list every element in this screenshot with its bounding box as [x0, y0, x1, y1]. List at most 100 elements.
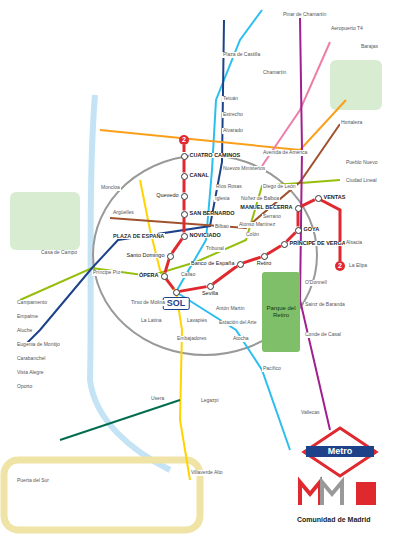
station-marker: PRÍNCIPE DE VERGARA	[281, 241, 288, 248]
metro-line-segment	[166, 279, 174, 289]
station-name: Vista Alegre	[16, 370, 45, 376]
metro-line	[262, 42, 330, 166]
station-name: Banco de España	[190, 261, 235, 267]
station-name: NOVICIADO	[189, 233, 222, 239]
station-name: Tetuán	[222, 96, 239, 102]
metro-line-segment	[301, 200, 315, 207]
station-name: La Latina	[140, 318, 163, 324]
station-marker: Retiro	[261, 253, 268, 260]
metro-line-segment	[183, 218, 186, 233]
station-name: Chamartín	[262, 70, 287, 76]
station-marker: Banco de España	[237, 261, 244, 268]
station-name: Pacífico	[262, 366, 282, 372]
metro-line-segment	[183, 160, 186, 173]
station-name: GOYA	[303, 227, 321, 233]
metro-line-segment	[297, 212, 300, 227]
station-name: Aeropuerto T4	[330, 26, 364, 32]
station-name: Barajas	[360, 44, 379, 50]
station-name: PLAZA DE ESPAÑA	[112, 233, 165, 239]
station-name: Sevilla	[201, 291, 219, 297]
station-name: Alvarado	[222, 128, 244, 134]
station-marker: NOVICIADO	[181, 233, 188, 240]
station-name: Pinar de Chamartín	[282, 12, 327, 18]
station-name: Bilbao	[214, 224, 230, 230]
station-name: Avenida de América	[262, 150, 308, 156]
station-name: Ciudad Lineal	[345, 178, 378, 184]
park-ground	[330, 60, 382, 110]
station-name: Colón	[245, 232, 260, 238]
station-name: Ríos Rosas	[215, 184, 243, 190]
metro-line	[176, 10, 290, 450]
station-name: Vallecas	[300, 410, 321, 416]
station-name: Casa de Campo	[40, 250, 78, 256]
station-name: MANUEL BECERRA	[239, 205, 293, 211]
station-name: Moncloa	[100, 185, 121, 191]
metro-line-segment	[183, 200, 186, 211]
line-2-end	[183, 145, 186, 152]
madrid-logo	[322, 482, 342, 505]
station-marker: ÓPERA	[161, 273, 168, 280]
station-name: Diego de León	[262, 184, 297, 190]
station-name: Iglesia	[214, 196, 230, 202]
metro-line	[25, 20, 224, 345]
line-2-end	[321, 200, 340, 261]
station-name: Nuevos Ministerios	[222, 166, 266, 172]
station-name: Villaverde Alto	[190, 470, 224, 476]
station-name: Conde de Casal	[304, 332, 342, 338]
station-name: Puerta del Sur	[16, 478, 50, 484]
station-name: Príncipe Pío	[92, 270, 121, 276]
station-name: Oporto	[16, 384, 33, 390]
station-name: CANAL	[189, 173, 210, 179]
station-name: Aluche	[16, 328, 33, 334]
metro-line	[110, 124, 340, 228]
station-name: Serrano	[262, 214, 282, 220]
station-marker: GOYA	[295, 227, 302, 234]
authority-name: Comunidad de Madrid	[296, 516, 372, 524]
metro-logo-text: Metro	[306, 446, 374, 457]
metro-line	[140, 180, 190, 480]
metro-line	[93, 155, 317, 355]
metro-line-segment	[172, 239, 182, 253]
metro-line-segment	[213, 266, 237, 284]
metro-line-segment	[267, 246, 281, 254]
station-name: Alsacia	[345, 240, 363, 246]
station-name: Callao	[180, 272, 196, 278]
station-name: Legazpi	[200, 398, 220, 404]
station-name: Alonso Martínez	[238, 222, 276, 228]
station-name: La Elipa	[348, 263, 368, 269]
metro-line	[300, 18, 330, 430]
station-name: Lavapiés	[186, 318, 208, 324]
station-name: Argüelles	[112, 210, 135, 216]
station-name: CUATRO CAMINOS	[189, 153, 242, 159]
station-name: Estación del Arte	[218, 320, 258, 326]
station-marker: CUATRO CAMINOS	[181, 153, 188, 160]
station-name: Pueblo Nuevo	[345, 160, 378, 166]
park-area: Parque del Retiro	[262, 272, 300, 352]
station-marker: MANUEL BECERRA	[295, 205, 302, 212]
park-ground	[10, 192, 80, 250]
station-marker: SAN BERNARDO	[181, 211, 188, 218]
station-name: Embajadores	[176, 336, 207, 342]
station-name: ÓPERA	[138, 273, 160, 279]
station-name: Usera	[150, 396, 165, 402]
station-name: Antón Martín	[215, 306, 246, 312]
station-marker: SOL	[173, 289, 180, 296]
station-name: SOL	[163, 297, 190, 310]
metro-line-segment	[183, 180, 186, 193]
madrid-logo	[300, 482, 320, 505]
metro-logo	[304, 428, 376, 476]
station-name: Estrecho	[222, 112, 244, 118]
station-name: SAN BERNARDO	[189, 211, 236, 217]
station-name: Quevedo	[155, 193, 179, 199]
metrosur-band	[4, 460, 200, 530]
metro-line	[100, 100, 346, 150]
station-name: Tirso de Molina	[130, 300, 166, 306]
station-marker: Santo Domingo	[167, 253, 174, 260]
station-name: VENTAS	[323, 195, 347, 201]
metro-line-segment	[165, 259, 169, 272]
metro-line	[60, 400, 180, 440]
station-name: Atocha	[232, 336, 250, 342]
station-marker: Quevedo	[181, 193, 188, 200]
